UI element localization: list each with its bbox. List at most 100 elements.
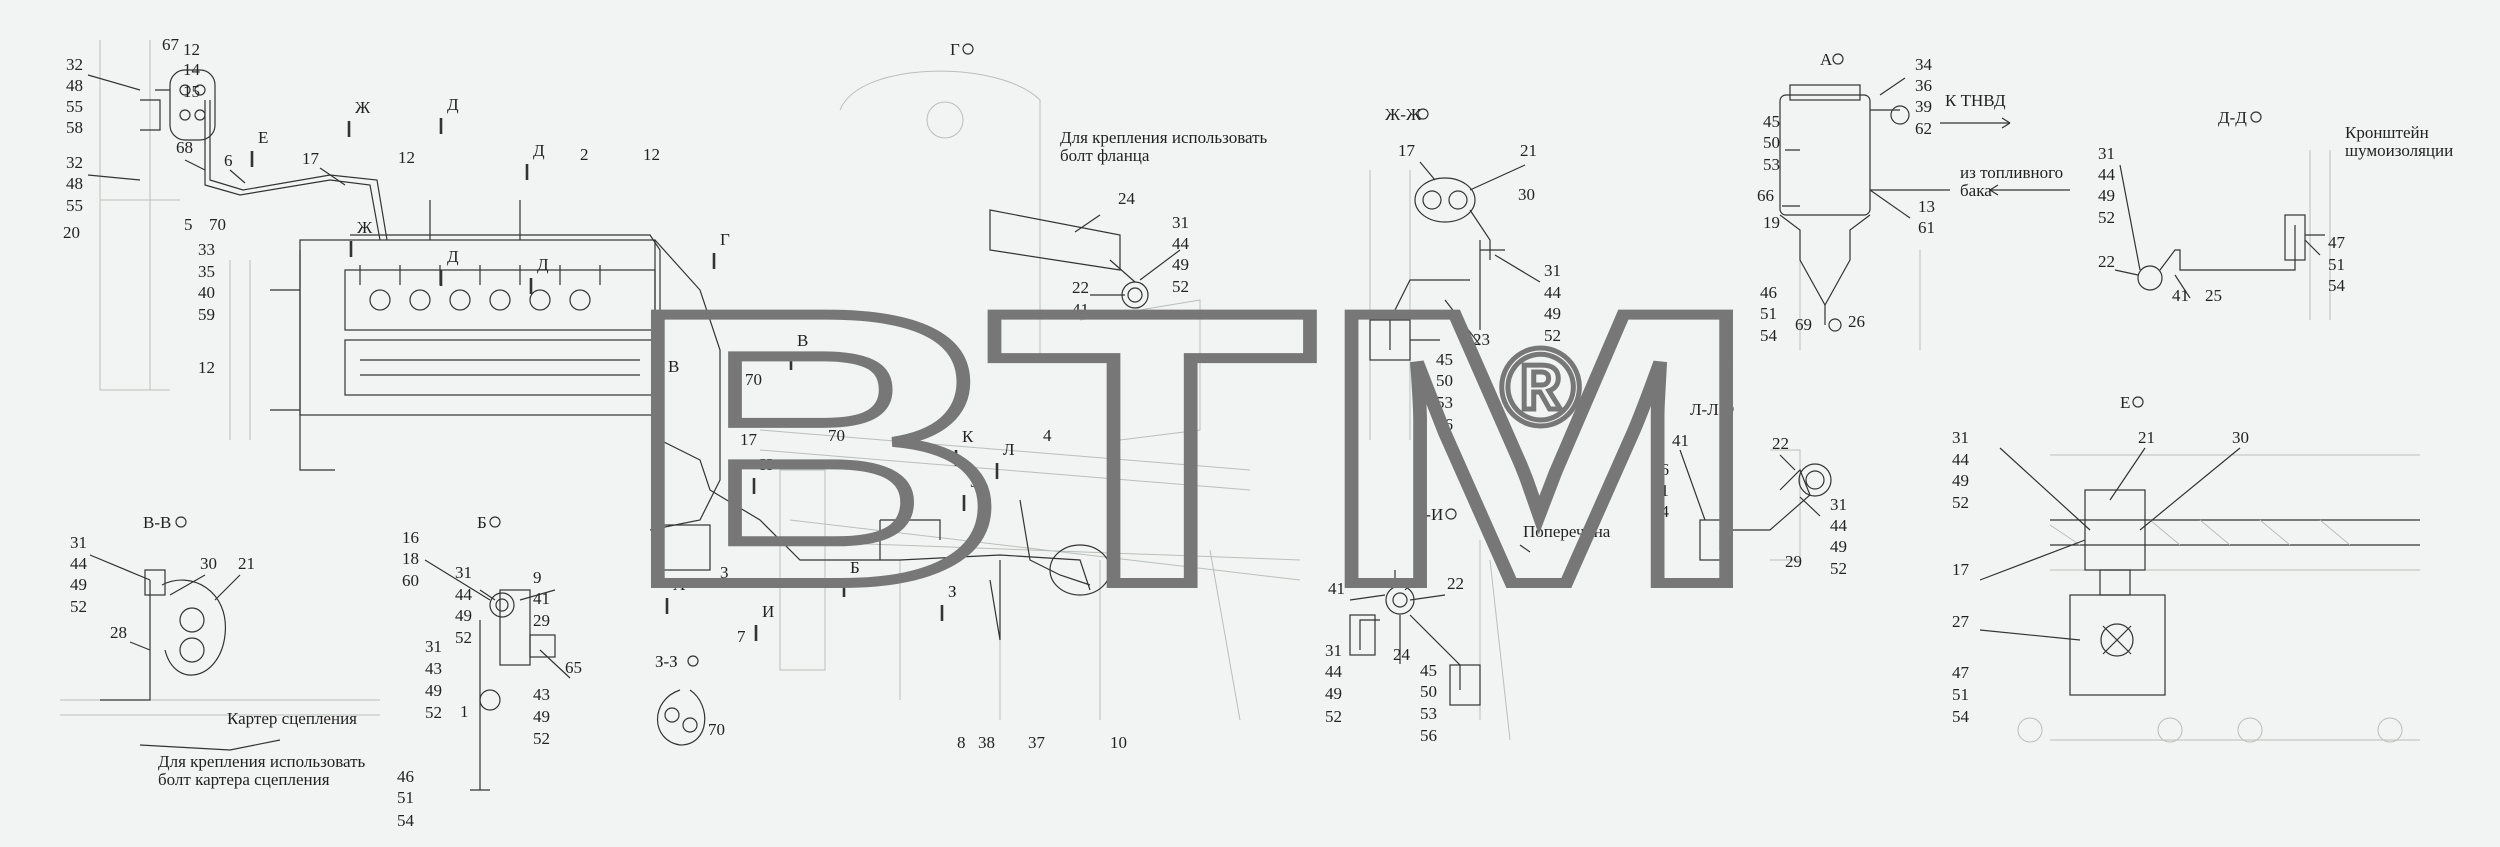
note-clutchbolt: болт картера сцепления: [158, 770, 330, 789]
callout-number: 54: [1952, 707, 1970, 726]
callout-number: 30: [2232, 428, 2249, 447]
callout-number: 47: [1952, 663, 1970, 682]
callout-number: 17: [1398, 141, 1416, 160]
section-letter: Б: [850, 558, 860, 577]
callout-number: 30: [1518, 185, 1535, 204]
callout-number: 32: [66, 153, 83, 172]
callout-number: 52: [1325, 707, 1342, 726]
callout-number: 49: [1544, 304, 1561, 323]
callout-number: 15: [183, 82, 200, 101]
callout-number: 62: [1915, 119, 1932, 138]
view-title: Ж-Ж: [1385, 105, 1422, 124]
callout-number: 44: [1544, 283, 1562, 302]
callout-number: 24: [1118, 189, 1136, 208]
callout-number: 58: [66, 118, 83, 137]
callout-number: 66: [1757, 186, 1774, 205]
callout-number: 6: [224, 151, 233, 170]
callout-number: 40: [198, 283, 215, 302]
note-cross: Поперечина: [1523, 522, 1611, 541]
callout-number: 51: [397, 788, 414, 807]
callout-number: 52: [1172, 277, 1189, 296]
callout-number: 31: [1830, 495, 1847, 514]
callout-number: 19: [1763, 213, 1780, 232]
section-letter: Ж: [355, 98, 371, 117]
callout-number: 52: [1952, 493, 1969, 512]
callout-number: 14: [183, 60, 201, 79]
callout-number: 21: [238, 554, 255, 573]
callout-number: 70: [708, 720, 725, 739]
callout-number: 44: [455, 585, 473, 604]
callout-number: 70: [745, 370, 762, 389]
callout-number: 38: [978, 733, 995, 752]
callout-number: 41: [2172, 286, 2189, 305]
callout-number: 52: [2098, 208, 2115, 227]
callout-number: 54: [2328, 276, 2346, 295]
view-zh-clamp: [1369, 177, 1505, 361]
view-zz-clip: [657, 689, 706, 746]
note-clutch: Картер сцепления: [227, 709, 357, 728]
callout-number: 49: [1952, 471, 1969, 490]
view-circle-icon: [2132, 396, 2144, 408]
callout-number: 51: [1652, 481, 1669, 500]
callout-number: 52: [425, 703, 442, 722]
callout-number: 37: [1028, 733, 1046, 752]
callout-number: 55: [66, 196, 83, 215]
section-letter: Д: [447, 95, 459, 114]
view-circle-icon: [1417, 108, 1429, 120]
engine-block: [270, 239, 656, 471]
callout-number: 12: [183, 40, 200, 59]
callout-number: 52: [1544, 326, 1561, 345]
callout-number: 49: [2098, 186, 2115, 205]
callout-number: 53: [1763, 155, 1780, 174]
callout-number: 51: [1952, 685, 1969, 704]
view-vv-clamp: [100, 569, 226, 701]
callout-number: 46: [1652, 460, 1669, 479]
callout-number: 21: [1520, 141, 1537, 160]
callout-number: 45: [1763, 112, 1780, 131]
callout-number: 43: [533, 685, 550, 704]
callout-number: 67: [162, 35, 180, 54]
callout-number: 43: [425, 659, 442, 678]
view-circle-icon: [1445, 508, 1457, 520]
callout-number: 49: [533, 707, 550, 726]
callout-number: 4: [1043, 426, 1052, 445]
section-letter: В: [668, 357, 679, 376]
callout-number: 17: [1952, 560, 1970, 579]
callout-number: 55: [66, 97, 83, 116]
view-title: Г: [950, 40, 960, 59]
callout-number: 41: [1328, 579, 1345, 598]
section-letter: И: [762, 602, 774, 621]
callout-number: 46: [397, 767, 414, 786]
callout-number: 29: [1785, 552, 1802, 571]
callout-number: 2: [580, 145, 589, 164]
section-letter: И: [760, 455, 772, 474]
callout-number: 51: [2328, 255, 2345, 274]
leader-lines: [87, 74, 2321, 751]
view-ii-clamp: [1349, 570, 1481, 706]
view-circle-icon: [962, 43, 974, 55]
view-circle-icon: [1832, 53, 1844, 65]
callout-number: 26: [1848, 312, 1865, 331]
callout-number: 10: [1110, 733, 1127, 752]
note-clutchbolt: Для крепления использовать: [158, 752, 366, 771]
callout-number: 31: [455, 563, 472, 582]
callout-number: 65: [565, 658, 582, 677]
callout-number: 23: [1473, 330, 1490, 349]
callout-number: 50: [1436, 371, 1453, 390]
callout-number: 49: [70, 575, 87, 594]
callout-number: 54: [397, 811, 415, 830]
callout-number: 68: [176, 138, 193, 157]
callout-number: 32: [66, 55, 83, 74]
view-circle-icon: [175, 516, 187, 528]
callout-number: 61: [1918, 218, 1935, 237]
view-title: Л-Л: [1690, 400, 1719, 419]
watermark-text: ВТМ: [622, 230, 1762, 666]
note-tank: бака: [1960, 181, 1992, 200]
callout-number: 49: [1325, 684, 1342, 703]
callout-number: 46: [1760, 283, 1777, 302]
section-letter: К: [962, 427, 974, 446]
callout-number: 45: [1436, 350, 1453, 369]
